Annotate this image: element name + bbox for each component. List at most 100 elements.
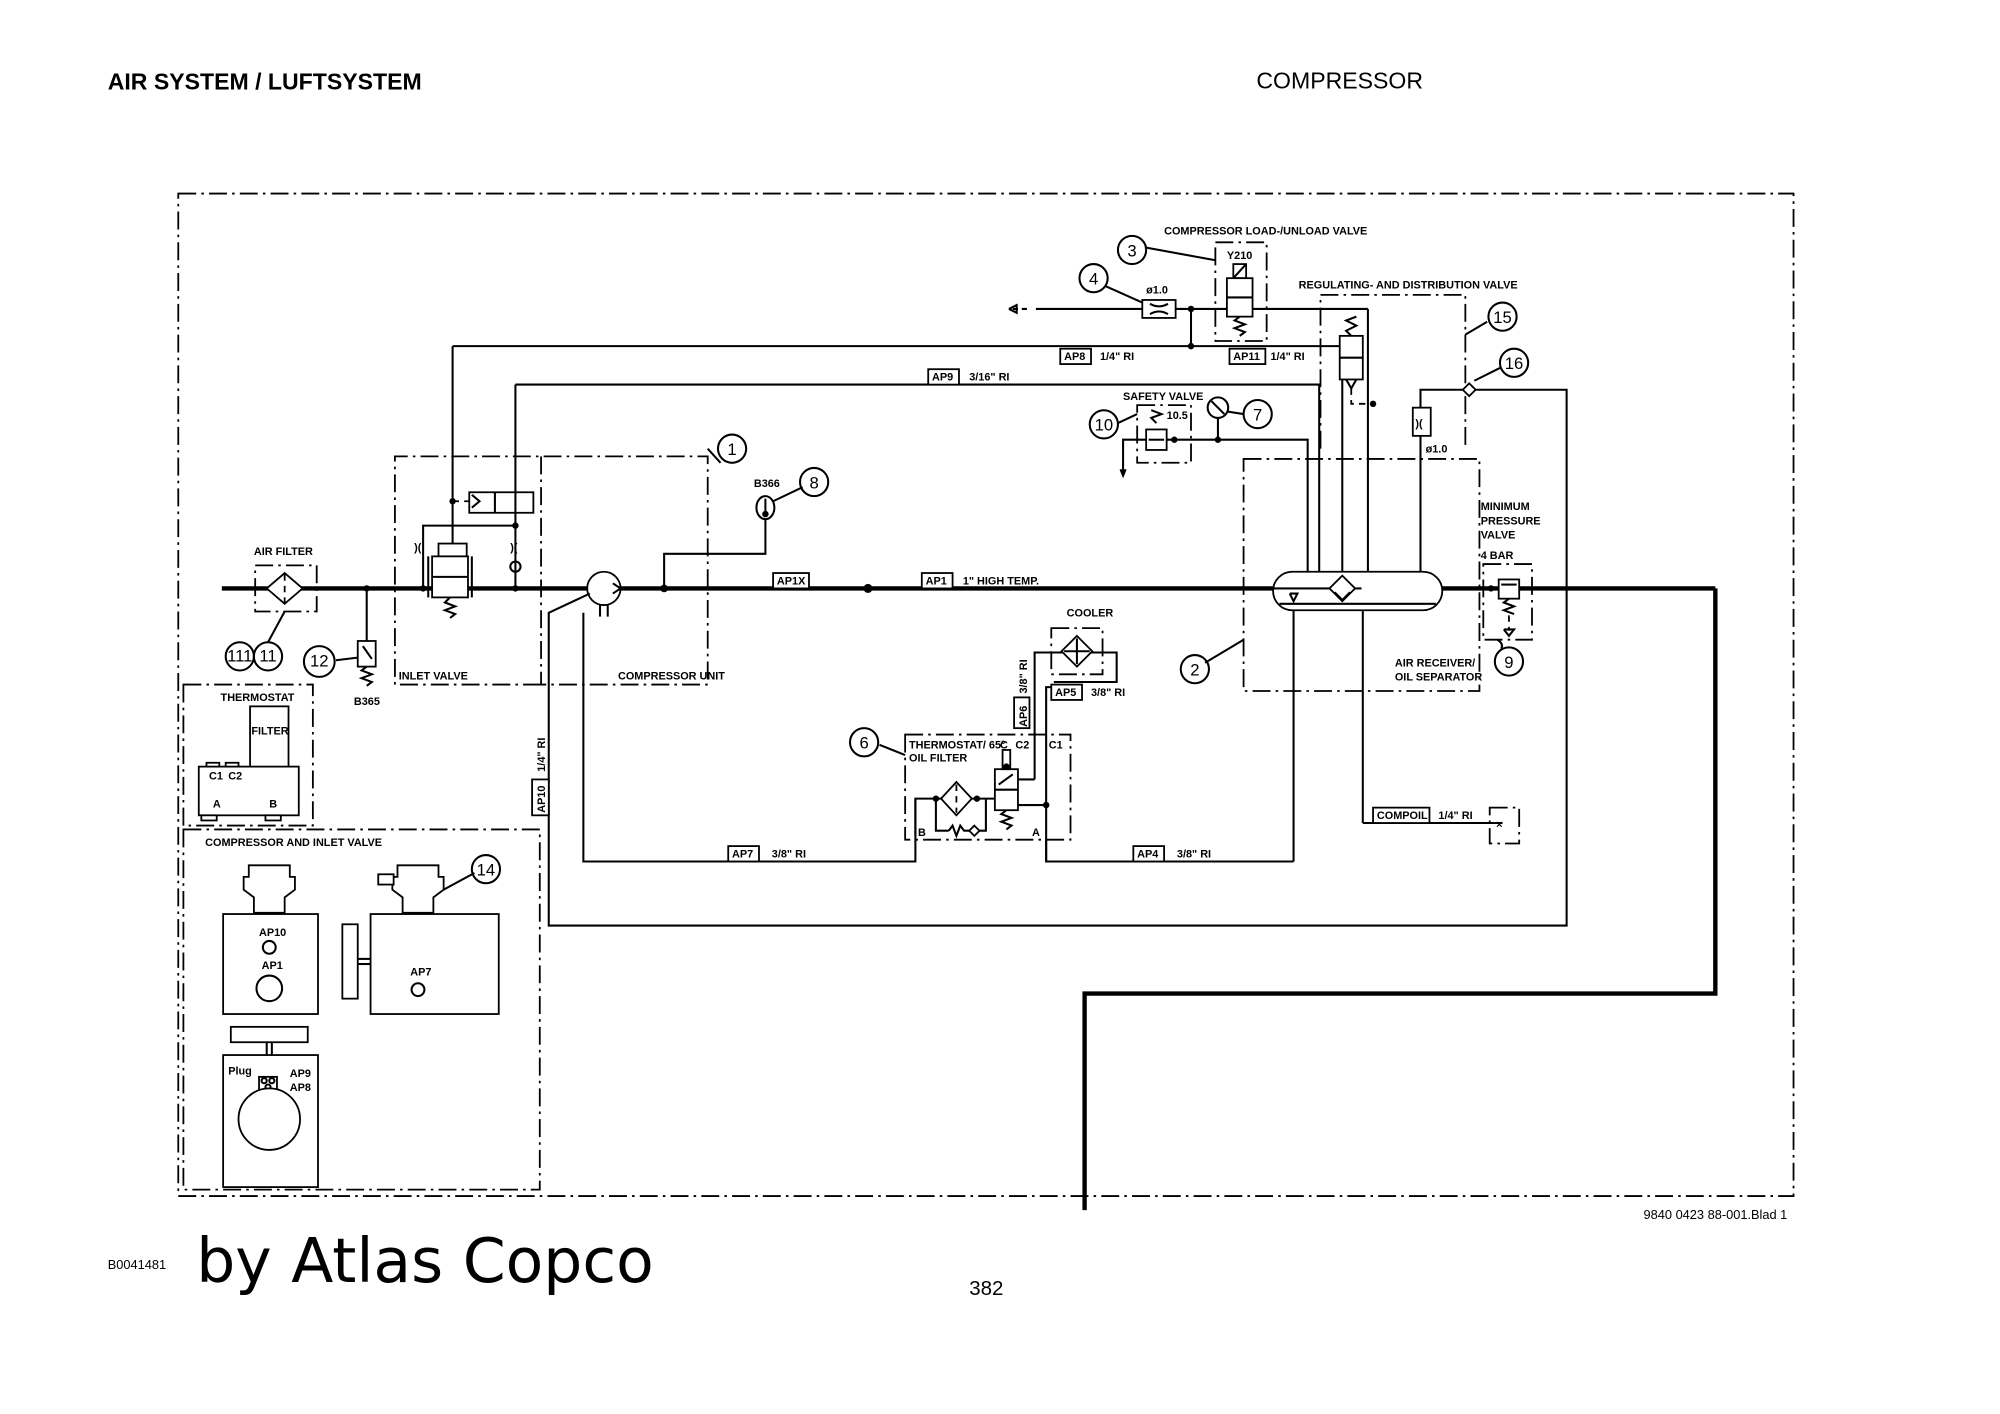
temp-sensor-label: B366 bbox=[754, 478, 780, 490]
svg-text:AP7: AP7 bbox=[732, 849, 753, 861]
svg-text:4: 4 bbox=[1089, 270, 1098, 289]
control-lines bbox=[452, 303, 1369, 589]
svg-text:1/4" RI: 1/4" RI bbox=[1270, 351, 1304, 363]
svg-text:15: 15 bbox=[1493, 308, 1512, 327]
vacuum-switch-b365: B365 bbox=[335, 585, 380, 708]
svg-text:3/8" RI: 3/8" RI bbox=[1091, 687, 1125, 699]
svg-text:COMPRESSOR AND INLET VALVE: COMPRESSOR AND INLET VALVE bbox=[205, 837, 382, 849]
svg-text:AP8: AP8 bbox=[290, 1082, 311, 1094]
svg-text:)(: )( bbox=[1415, 418, 1423, 430]
svg-text:VALVE: VALVE bbox=[1481, 529, 1516, 541]
svg-text:A: A bbox=[1032, 827, 1040, 839]
connection-ap4: AP4 3/8" RI bbox=[1132, 845, 1211, 863]
svg-text:PRESSURE: PRESSURE bbox=[1481, 515, 1541, 527]
regulating-valve-label: REGULATING- AND DISTRIBUTION VALVE bbox=[1299, 279, 1518, 291]
thermostat-detail: THERMOSTAT FILTER C1 C2 A B bbox=[182, 683, 314, 827]
connection-compoil: COMPOIL 1/4" RI × bbox=[1362, 806, 1521, 845]
callout-111: 111 bbox=[224, 641, 255, 672]
svg-text:AP4: AP4 bbox=[1137, 849, 1158, 861]
svg-text:AP9: AP9 bbox=[932, 372, 953, 384]
svg-text:B: B bbox=[918, 827, 926, 839]
callout-16: 16 bbox=[1498, 347, 1530, 378]
svg-text:1/4" RI: 1/4" RI bbox=[1100, 351, 1134, 363]
inlet-valve: INLET VALVE )( )( bbox=[394, 346, 709, 686]
svg-text:1: 1 bbox=[727, 440, 736, 459]
connection-ap7: AP7 3/8" RI bbox=[727, 845, 806, 863]
section-title: COMPRESSOR bbox=[1256, 67, 1423, 93]
svg-text:6: 6 bbox=[859, 734, 868, 753]
svg-text:THERMOSTAT/ 65°: THERMOSTAT/ 65° bbox=[909, 740, 1005, 752]
svg-text:×: × bbox=[1496, 819, 1502, 831]
thermostat-oil-filter: THERMOSTAT/ 65° OIL FILTER C C2 C1 B A bbox=[879, 733, 1072, 862]
temp-sensor-b366: B366 bbox=[660, 478, 804, 593]
svg-text:C2: C2 bbox=[228, 770, 242, 782]
svg-text:C: C bbox=[1000, 740, 1008, 752]
svg-text:C2: C2 bbox=[1015, 740, 1029, 752]
compressor-inlet-detail: COMPRESSOR AND INLET VALVE AP10 AP1 AP7 … bbox=[182, 828, 541, 1191]
svg-text:1" HIGH TEMP.: 1" HIGH TEMP. bbox=[963, 576, 1039, 588]
svg-text:9: 9 bbox=[1504, 653, 1513, 672]
svg-text:1/4" RI: 1/4" RI bbox=[536, 738, 548, 772]
load-unload-valve: COMPRESSOR LOAD-/UNLOAD VALVE Y210 bbox=[1144, 226, 1367, 342]
orifice-4: ø1.0 bbox=[1104, 285, 1177, 319]
check-valve-16: )( ø1.0 bbox=[547, 367, 1568, 927]
cooler-label: COOLER bbox=[1067, 608, 1114, 620]
svg-text:OIL SEPARATOR: OIL SEPARATOR bbox=[1395, 672, 1483, 684]
connection-ap8: AP8 1/4" RI bbox=[1059, 347, 1134, 365]
min-pressure-valve: MINIMUM PRESSURE VALVE 4 BAR bbox=[1481, 501, 1541, 650]
svg-text:OIL FILTER: OIL FILTER bbox=[909, 752, 967, 764]
svg-text:3/8" RI: 3/8" RI bbox=[772, 849, 806, 861]
compressor-unit-label: COMPRESSOR UNIT bbox=[618, 670, 725, 682]
svg-text:4 BAR: 4 BAR bbox=[1481, 550, 1514, 562]
svg-text:AP7: AP7 bbox=[410, 967, 431, 979]
svg-text:16: 16 bbox=[1505, 354, 1524, 373]
svg-text:AP6: AP6 bbox=[1018, 706, 1030, 727]
svg-text:ø1.0: ø1.0 bbox=[1426, 444, 1448, 456]
connection-ap6: AP6 3/8" RI bbox=[1013, 659, 1031, 730]
connection-ap9: AP9 3/16" RI bbox=[927, 368, 1009, 386]
svg-text:C1: C1 bbox=[1049, 740, 1063, 752]
callout-6: 6 bbox=[848, 727, 880, 758]
figure-id: B0041481 bbox=[108, 1257, 166, 1272]
svg-text:3/8" RI: 3/8" RI bbox=[1018, 659, 1030, 693]
svg-text:7: 7 bbox=[1253, 405, 1262, 424]
compressor-unit: COMPRESSOR UNIT bbox=[586, 447, 725, 682]
svg-text:11: 11 bbox=[259, 646, 276, 665]
svg-text:AP1: AP1 bbox=[262, 960, 283, 972]
svg-text:AIR RECEIVER/: AIR RECEIVER/ bbox=[1395, 658, 1475, 670]
callout-4: 4 bbox=[1078, 263, 1109, 294]
svg-text:Y210: Y210 bbox=[1227, 250, 1252, 262]
callout-9: 9 bbox=[1493, 646, 1525, 677]
inlet-valve-label: INLET VALVE bbox=[399, 670, 468, 682]
svg-text:AP1: AP1 bbox=[926, 576, 947, 588]
callout-15: 15 bbox=[1487, 301, 1518, 332]
svg-text:8: 8 bbox=[809, 473, 818, 492]
svg-text:C1: C1 bbox=[209, 770, 223, 782]
svg-text:MINIMUM: MINIMUM bbox=[1481, 501, 1530, 513]
svg-text:)(: )( bbox=[510, 542, 518, 554]
page-title: AIR SYSTEM / LUFTSYSTEM bbox=[108, 69, 422, 95]
safety-valve-label: SAFETY VALVE bbox=[1123, 391, 1203, 403]
callout-11: 11 bbox=[252, 641, 284, 672]
svg-text:COMPOIL: COMPOIL bbox=[1377, 810, 1428, 822]
svg-text:AP11: AP11 bbox=[1233, 351, 1260, 363]
svg-text:AP10: AP10 bbox=[259, 927, 286, 939]
air-receiver: AIR RECEIVER/ OIL SEPARATOR bbox=[1204, 458, 1483, 862]
outer-frame bbox=[177, 192, 1795, 1197]
svg-text:B: B bbox=[269, 799, 277, 811]
svg-text:AP8: AP8 bbox=[1064, 351, 1085, 363]
callout-10: 10 bbox=[1088, 409, 1119, 440]
svg-text:2: 2 bbox=[1190, 661, 1199, 680]
svg-text:FILTER: FILTER bbox=[251, 726, 288, 738]
safety-valve: SAFETY VALVE 10.5 bbox=[1117, 391, 1309, 589]
svg-text:14: 14 bbox=[477, 861, 496, 880]
load-unload-valve-label: COMPRESSOR LOAD-/UNLOAD VALVE bbox=[1164, 226, 1367, 238]
svg-text:3/8" RI: 3/8" RI bbox=[1177, 849, 1211, 861]
callout-2: 2 bbox=[1179, 654, 1210, 685]
svg-text:Plug: Plug bbox=[228, 1065, 252, 1077]
svg-text:ø1.0: ø1.0 bbox=[1146, 285, 1168, 297]
callout-8: 8 bbox=[798, 466, 830, 498]
cooler: COOLER bbox=[1050, 608, 1114, 676]
callout-3: 3 bbox=[1116, 234, 1148, 266]
